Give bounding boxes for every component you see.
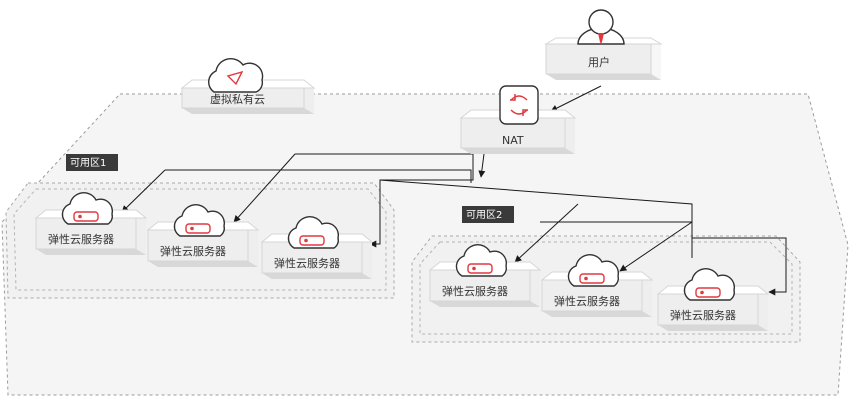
az2-server2-line (619, 221, 693, 272)
ecs-az2-2[interactable]: 弹性云服务器 (540, 254, 654, 317)
ecs-az2-1[interactable]: 弹性云服务器 (428, 244, 542, 307)
user-node[interactable]: 用户 (544, 9, 663, 80)
az2-server3-branch (692, 237, 787, 296)
nat-to-network-line (478, 153, 486, 178)
user-to-nat-line (550, 85, 602, 112)
az1-label: 可用区1 (70, 157, 106, 169)
ecs-label: 弹性云服务器 (442, 284, 508, 298)
az1-server2-line (165, 169, 472, 183)
az2-tag: 可用区2 (462, 206, 514, 223)
user-icon (577, 9, 625, 45)
ecs-az2-3[interactable]: 弹性云服务器 (656, 268, 770, 331)
az1-server1-line (121, 169, 166, 213)
ecs-label: 弹性云服务器 (554, 294, 620, 308)
az1-tag: 可用区1 (66, 154, 118, 171)
ecs-cloud-server-icon (683, 268, 736, 301)
ecs-cloud-server-icon (173, 204, 226, 237)
vpc-label: 虚拟私有云 (210, 92, 265, 106)
ecs-az1-1[interactable]: 弹性云服务器 (34, 192, 148, 255)
nat-gateway-icon (499, 85, 539, 125)
ecs-az1-3[interactable]: 弹性云服务器 (260, 216, 374, 279)
ecs-label: 弹性云服务器 (670, 308, 736, 322)
ecs-cloud-server-icon (455, 244, 508, 277)
connections (121, 85, 787, 296)
ecs-cloud-server-icon (567, 254, 620, 287)
az2-trunk (379, 179, 693, 258)
az2-server1-line (514, 203, 579, 263)
ecs-label: 弹性云服务器 (48, 232, 114, 246)
az2-label: 可用区2 (466, 209, 502, 221)
nat-label: NAT (502, 134, 524, 147)
ecs-cloud-server-icon (287, 216, 340, 249)
ecs-label: 弹性云服务器 (274, 256, 340, 270)
user-label: 用户 (588, 55, 610, 69)
az1-server2-branch (233, 153, 296, 223)
vpc-node: 虚拟私有云 (180, 58, 316, 114)
ecs-az1-2[interactable]: 弹性云服务器 (146, 204, 260, 267)
ecs-label: 弹性云服务器 (160, 244, 226, 258)
nat-node[interactable]: NAT (459, 85, 577, 154)
ecs-cloud-server-icon (61, 192, 114, 225)
vpc-cloud-icon (208, 58, 264, 93)
